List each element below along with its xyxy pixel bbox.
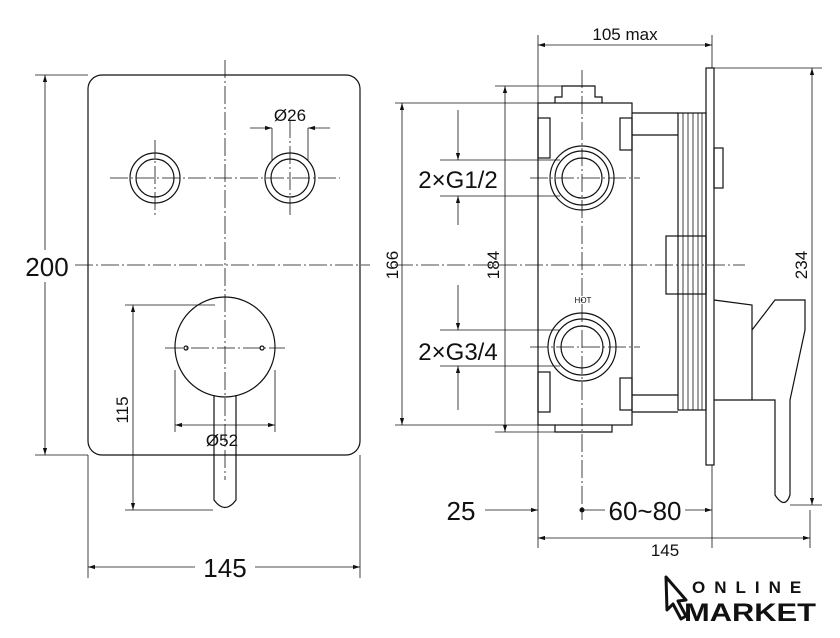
svg-text:MARKET: MARKET <box>684 599 816 627</box>
lever-escutcheon <box>174 296 276 398</box>
svg-text:ONLINE: ONLINE <box>692 578 810 597</box>
wall-plate <box>705 67 715 466</box>
wall-range-label: 60~80 <box>608 496 681 526</box>
cursor-arrow-icon <box>664 575 688 621</box>
button-diameter-label: Ø26 <box>274 106 306 125</box>
threaded-flange <box>665 112 707 411</box>
valve-body <box>537 102 633 426</box>
lever-offset-label: 115 <box>113 396 132 423</box>
plate-height-label: 234 <box>792 251 811 279</box>
online-market-logo: ONLINE MARKET <box>664 575 816 627</box>
offset-label: 25 <box>447 496 476 526</box>
lever-side <box>713 299 806 504</box>
width-label: 145 <box>203 553 246 583</box>
lever-diameter-label: Ø52 <box>206 431 238 450</box>
lower-thread-label: 2×G3/4 <box>418 339 497 366</box>
lever-handle <box>213 395 237 509</box>
body-height-label: 166 <box>383 251 402 279</box>
body-outer-label: 184 <box>484 251 503 279</box>
hot-label: HOT <box>575 296 592 305</box>
total-width-label: 145 <box>651 541 679 560</box>
upper-thread-label: 2×G1/2 <box>418 167 497 194</box>
side-view: HOT 105 max 166 184 234 <box>383 25 822 560</box>
depth-label: 105 max <box>592 25 658 44</box>
front-view: Ø26 Ø52 115 200 145 <box>25 60 370 583</box>
height-label: 200 <box>25 252 68 282</box>
